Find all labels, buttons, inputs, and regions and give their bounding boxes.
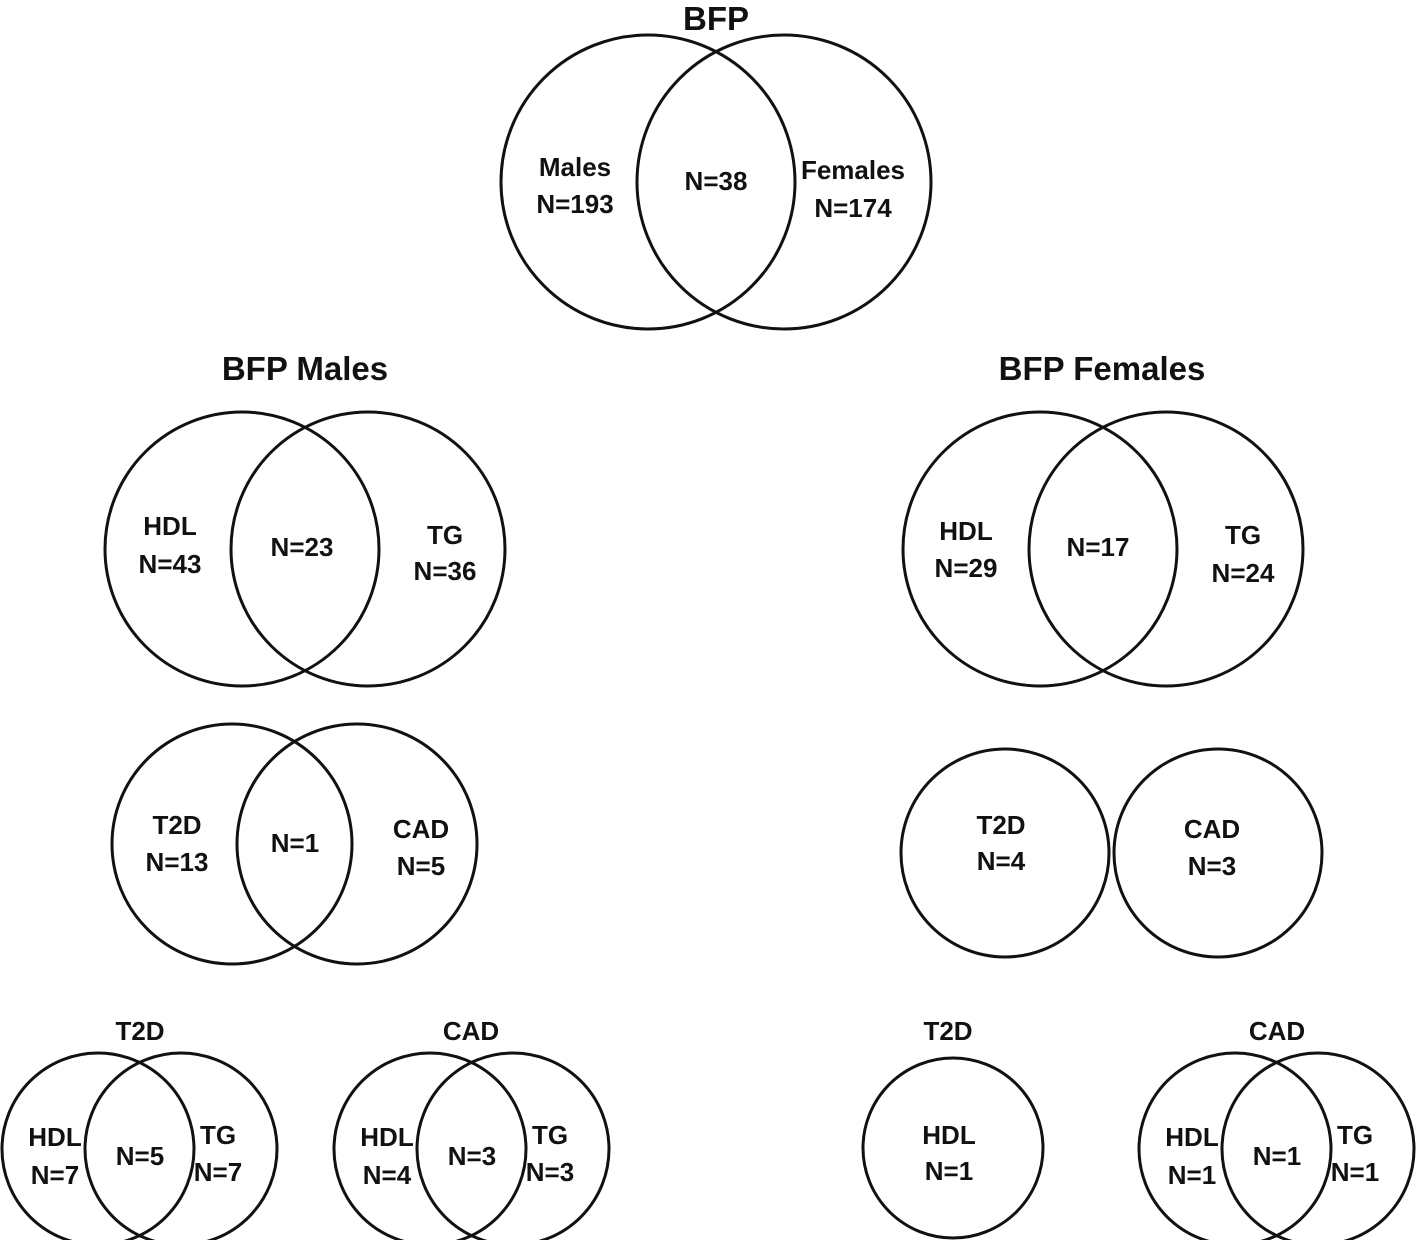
circle-males-t2d-tg xyxy=(83,1051,279,1240)
count-males-t2d-hdl: N=7 xyxy=(31,1160,79,1190)
label-females-t2d: T2D xyxy=(976,810,1025,840)
title-males-t2d: T2D xyxy=(115,1016,164,1046)
circle-males-t2d-hdl xyxy=(0,1051,196,1240)
circle-females-cad xyxy=(1112,747,1324,959)
circle-males-tg xyxy=(229,410,507,688)
count-females-t2d-hdl: N=1 xyxy=(925,1156,973,1186)
label-females-t2d-hdl: HDL xyxy=(922,1120,976,1150)
venn-bfp: BFP Males N=193 N=38 Females N=174 xyxy=(499,0,933,331)
title-females-cad: CAD xyxy=(1249,1016,1305,1046)
count-females-lipids-overlap: N=17 xyxy=(1067,532,1130,562)
count-males-t2d: N=13 xyxy=(146,847,209,877)
label-males-cad-tg: TG xyxy=(532,1120,568,1150)
count-males: N=193 xyxy=(536,189,613,219)
venn-males-disease: T2D N=13 N=1 CAD N=5 xyxy=(110,722,479,966)
section-bfp-females: BFP Females HDL N=29 N=17 TG N=24 T2D N=… xyxy=(861,350,1416,1240)
label-males-cad: CAD xyxy=(393,814,449,844)
circle-females-cad-hdl xyxy=(1137,1051,1333,1240)
circle-males xyxy=(499,33,797,331)
venn-males-lipids: HDL N=43 N=23 TG N=36 xyxy=(103,410,507,688)
circle-males-cad xyxy=(235,722,479,966)
circle-females-tg xyxy=(1027,410,1305,688)
venn-males-cad: CAD HDL N=4 N=3 TG N=3 xyxy=(332,1016,611,1240)
title-males-cad: CAD xyxy=(443,1016,499,1046)
circle-females-hdl xyxy=(901,410,1179,688)
label-males-t2d-tg: TG xyxy=(200,1120,236,1150)
circle-females-cad-tg xyxy=(1220,1051,1416,1240)
label-females-cad-tg: TG xyxy=(1337,1120,1373,1150)
label-females-tg: TG xyxy=(1225,520,1261,550)
title-females-t2d: T2D xyxy=(923,1016,972,1046)
count-males-hdl: N=43 xyxy=(139,549,202,579)
count-males-cad: N=5 xyxy=(397,851,445,881)
circle-males-t2d xyxy=(110,722,354,966)
venn-females-disease: T2D N=4 CAD N=3 xyxy=(899,747,1324,959)
count-males-cad-overlap: N=3 xyxy=(448,1141,496,1171)
label-males-t2d-hdl: HDL xyxy=(28,1122,82,1152)
label-males-hdl: HDL xyxy=(143,511,197,541)
label-females-cad-hdl: HDL xyxy=(1165,1122,1219,1152)
count-males-t2d-tg: N=7 xyxy=(194,1157,242,1187)
title-bfp-females: BFP Females xyxy=(999,350,1206,387)
count-females-cad-overlap: N=1 xyxy=(1253,1141,1301,1171)
count-females-hdl: N=29 xyxy=(935,553,998,583)
circle-females-t2d xyxy=(899,747,1111,959)
count-females-cad-hdl: N=1 xyxy=(1168,1160,1216,1190)
count-males-tg: N=36 xyxy=(414,556,477,586)
circle-females xyxy=(635,33,933,331)
circle-males-hdl xyxy=(103,410,381,688)
title-bfp: BFP xyxy=(683,0,749,37)
count-males-t2d-overlap: N=5 xyxy=(116,1141,164,1171)
section-bfp-males: BFP Males HDL N=43 N=23 TG N=36 T2D N=13… xyxy=(0,350,611,1240)
title-bfp-males: BFP Males xyxy=(222,350,388,387)
count-females: N=174 xyxy=(814,193,892,223)
count-males-disease-overlap: N=1 xyxy=(271,828,319,858)
label-males-cad-hdl: HDL xyxy=(360,1122,414,1152)
venn-males-t2d: T2D HDL N=7 N=5 TG N=7 xyxy=(0,1016,279,1240)
venn-females-t2d: T2D HDL N=1 xyxy=(861,1016,1045,1240)
label-males-t2d: T2D xyxy=(152,810,201,840)
count-males-cad-hdl: N=4 xyxy=(363,1160,412,1190)
circle-females-t2d-hdl xyxy=(861,1056,1045,1240)
count-females-cad-tg: N=1 xyxy=(1331,1157,1379,1187)
count-males-cad-tg: N=3 xyxy=(526,1157,574,1187)
label-females-hdl: HDL xyxy=(939,516,993,546)
circle-males-cad-tg xyxy=(415,1051,611,1240)
count-females-cad: N=3 xyxy=(1188,851,1236,881)
circle-males-cad-hdl xyxy=(332,1051,528,1240)
label-males: Males xyxy=(539,152,611,182)
venn-females-cad: CAD HDL N=1 N=1 TG N=1 xyxy=(1137,1016,1416,1240)
label-females-cad: CAD xyxy=(1184,814,1240,844)
label-females: Females xyxy=(801,155,905,185)
count-females-t2d: N=4 xyxy=(977,846,1026,876)
venn-females-lipids: HDL N=29 N=17 TG N=24 xyxy=(901,410,1305,688)
label-males-tg: TG xyxy=(427,520,463,550)
count-overlap-bfp: N=38 xyxy=(685,166,748,196)
count-females-tg: N=24 xyxy=(1212,558,1275,588)
count-males-lipids-overlap: N=23 xyxy=(271,532,334,562)
